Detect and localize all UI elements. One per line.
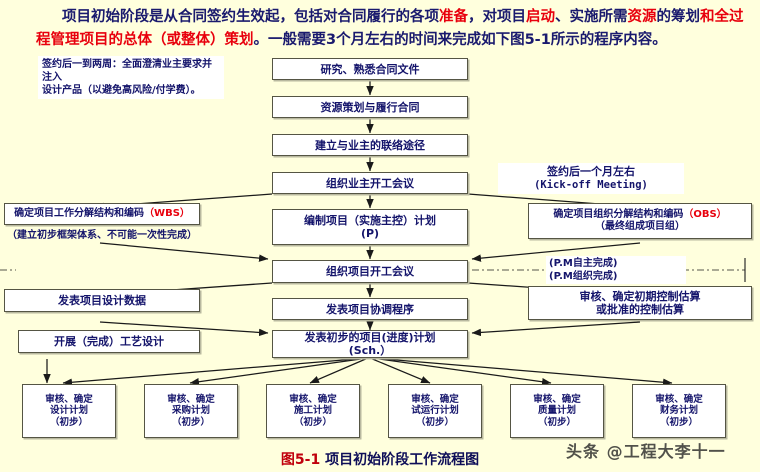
node-label-line2: 施工计划 [293, 405, 332, 417]
node-label-line2: 试运行计划 [411, 405, 459, 417]
node-label: 审核、确定初期控制估算 或批准的控制估算 [579, 290, 701, 316]
annotation-pm-org: (P.M组织完成) [549, 271, 618, 282]
node-obs-line1: 确定项目组织分解结构和编码（OBS） [553, 209, 726, 221]
node-wbs-note: （建立初步框架体系、不可能一次性完成） [7, 230, 197, 241]
intro-highlight-resources: 资源 [627, 9, 657, 25]
node-label-line2: 采购计划 [171, 405, 210, 417]
intro-text-a: 项目初始阶段是从合同签约生效起，包括对合同履行的各项 [62, 9, 439, 25]
node-label: 确定项目工作分解结构和编码 [14, 208, 145, 219]
node-publish-coordination-procedure[interactable]: 发表项目协调程序 [272, 298, 468, 320]
node-label-line1: 审核、确定 [533, 393, 581, 405]
figure-title: 项目初始阶段工作流程图 [320, 452, 480, 468]
node-label-line3: （初步） [537, 416, 576, 428]
figure-number: 图5-1 [280, 452, 321, 468]
annotation-signing-note: 签约后一到两周：全面澄清业主要求并注入 设计产品（以避免高风险/付学费）。 [38, 56, 224, 99]
node-label-line1: 审核、确定 [167, 393, 215, 405]
node-label-line2: 设计计划 [49, 405, 88, 417]
node-label: 组织项目开工会议 [326, 265, 414, 278]
node-process-design[interactable]: 开展（完成）工艺设计 [18, 330, 200, 353]
node-owner-kickoff-meeting[interactable]: 组织业主开工会议 [272, 172, 468, 194]
intro-text-d: 的筹划 [656, 9, 701, 25]
node-resource-planning[interactable]: 资源策划与履行合同 [272, 96, 468, 118]
node-label-line2: 质量计划 [537, 405, 576, 417]
node-label-line1: 审核、确定 [45, 393, 93, 405]
annotation-pm-self: (P.M自主完成) [549, 258, 618, 269]
node-publish-design-data[interactable]: 发表项目设计数据 [4, 289, 200, 312]
annotation-pm-group: (P.M自主完成) (P.M组织完成) [546, 256, 686, 284]
node-label: 组织业主开工会议 [326, 176, 414, 190]
node-label-code: （WBS） [144, 208, 190, 219]
node-control-estimate[interactable]: 审核、确定初期控制估算 或批准的控制估算 [528, 286, 752, 320]
node-project-kickoff-meeting[interactable]: 组织项目开工会议 [272, 260, 468, 283]
node-label-line1: 审核、确定 [411, 393, 459, 405]
annotation-kickoff: 签约后一个月左右 (Kick-off Meeting) [498, 163, 684, 194]
node-label-line3: （初步） [293, 416, 332, 428]
node-label-line3: （初步） [171, 416, 210, 428]
node-label-code: （OBS） [683, 209, 727, 220]
node-label: 发表项目协调程序 [326, 302, 414, 316]
node-label: 建立与业主的联络途径 [315, 138, 425, 152]
figure-caption: 图5-1 项目初始阶段工作流程图 [0, 449, 760, 469]
intro-highlight-planning: 和全过程管理项目的总体（或整体）策划 [36, 9, 744, 48]
node-label: 研究、熟悉合同文件 [320, 62, 420, 76]
node-label: 确定项目组织分解结构和编码 [553, 209, 684, 220]
node-approve-construction-plan[interactable]: 审核、确定 施工计划 （初步） [266, 384, 360, 438]
node-project-master-plan[interactable]: 编制项目（实施主控）计划 (P) [272, 209, 468, 245]
node-label-sub: （最终组成项目组） [595, 221, 685, 232]
intro-highlight-startup: 启动 [526, 9, 555, 25]
intro-text-e: 。一般需要3个月左右的时间来完成如下图5-1所示的程序内容。 [253, 32, 667, 48]
node-study-contract[interactable]: 研究、熟悉合同文件 [272, 58, 468, 80]
intro-highlight-preparation: 准备 [439, 9, 468, 25]
node-label-line3: （初步） [415, 416, 454, 428]
node-label: 开展（完成）工艺设计 [54, 335, 164, 348]
node-label: 发表初步的项目(进度)计划 (Sch.） [304, 331, 436, 357]
node-label-line1: 审核、确定 [655, 393, 703, 405]
node-publish-preliminary-schedule[interactable]: 发表初步的项目(进度)计划 (Sch.） [272, 330, 468, 358]
intro-text-c: 、实施所需 [555, 9, 628, 25]
node-obs[interactable]: 确定项目组织分解结构和编码（OBS） （最终组成项目组） [528, 203, 752, 239]
node-approve-procurement-plan[interactable]: 审核、确定 采购计划 （初步） [144, 384, 238, 438]
node-owner-contact-channel[interactable]: 建立与业主的联络途径 [272, 134, 468, 156]
node-approve-commissioning-plan[interactable]: 审核、确定 试运行计划 （初步） [388, 384, 482, 438]
annotation-kickoff-en: (Kick-off Meeting) [534, 179, 648, 191]
watermark: 头条 @工程大李十一 [566, 442, 726, 461]
intro-text-b: ，对项目 [468, 9, 526, 25]
node-label: 发表项目设计数据 [58, 294, 146, 307]
intro-paragraph: 项目初始阶段是从合同签约生效起，包括对合同履行的各项准备，对项目启动、实施所需资… [36, 6, 748, 52]
node-approve-financial-plan[interactable]: 审核、确定 财务计划 （初步） [632, 384, 726, 438]
node-approve-design-plan[interactable]: 审核、确定 设计计划 （初步） [22, 384, 116, 438]
node-label-line1: 审核、确定 [289, 393, 337, 405]
node-label-line3: （初步） [659, 416, 698, 428]
node-label-line3: （初步） [49, 416, 88, 428]
node-label-line2: 财务计划 [659, 405, 698, 417]
node-label: 编制项目（实施主控）计划 (P) [304, 214, 436, 240]
node-label: 资源策划与履行合同 [320, 100, 420, 114]
node-approve-quality-plan[interactable]: 审核、确定 质量计划 （初步） [510, 384, 604, 438]
node-wbs[interactable]: 确定项目工作分解结构和编码（WBS） [4, 203, 200, 225]
annotation-kickoff-cn: 签约后一个月左右 [547, 165, 635, 178]
